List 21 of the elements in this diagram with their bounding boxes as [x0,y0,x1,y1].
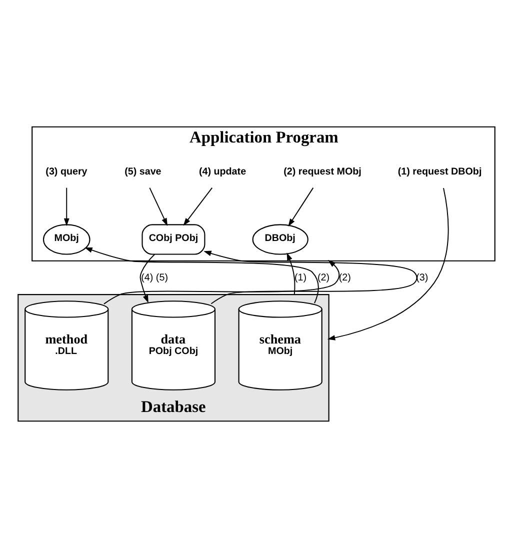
edge-label: (2) [317,272,330,283]
edge-label: (4) (5) [141,272,168,283]
arrow [288,186,314,226]
arrow [64,186,70,226]
arrow [149,186,168,226]
node-ellipse: MObj [42,224,90,254]
arrow [286,252,296,295]
arrow [183,186,213,226]
arrow [84,246,319,304]
edge-label: (3) [416,272,428,283]
node-box: CObj PObj [142,224,206,254]
node-text: (2) request MObj [284,166,362,178]
node-text: (1) request DBObj [398,166,482,178]
node-text: (3) query [46,166,88,178]
node-ellipse: DBObj [252,224,308,254]
arrow [204,250,418,304]
arrow [140,253,156,302]
edge-label: (2) [338,272,351,283]
node-text: (5) save [124,166,162,178]
node-text: (4) update [198,166,246,178]
edge-label: (1) [294,272,307,283]
